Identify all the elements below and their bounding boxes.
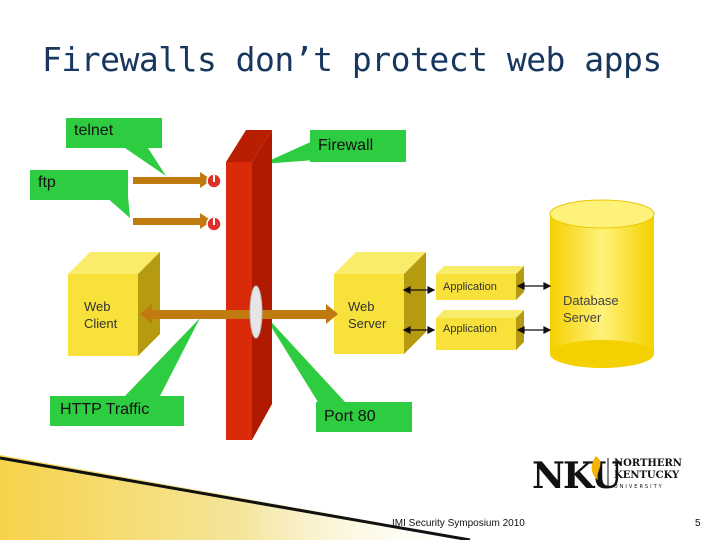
page-number: 5	[695, 518, 701, 529]
http-arrow	[150, 310, 328, 319]
port80-label: Port 80	[324, 408, 376, 425]
telnet-arrow	[133, 177, 203, 184]
footer-event: IMI Security Symposium 2010	[392, 518, 525, 529]
http-traffic-label: HTTP Traffic	[60, 401, 150, 418]
http-traffic-callout: HTTP Traffic	[50, 396, 184, 426]
http-pointer	[125, 318, 200, 396]
web-client-box-side	[138, 252, 160, 356]
port80-callout: Port 80	[316, 402, 412, 432]
http-arrow-right-head	[326, 304, 338, 324]
port80-pointer	[262, 312, 345, 402]
slide-title: Firewalls don’t protect web apps	[42, 40, 662, 79]
application-top-label: Application	[443, 281, 497, 293]
firewall-port-hole	[249, 285, 263, 339]
ftp-arrow-head	[200, 213, 212, 229]
web-server-box-top	[334, 252, 426, 274]
nku-logo-line3: UNIVERSITY	[614, 484, 664, 490]
telnet-label: telnet	[74, 122, 114, 139]
server-application-bottom-connector	[402, 326, 436, 334]
firewall-wall-side	[226, 130, 272, 162]
nku-logo-line1: NORTHERN	[614, 458, 682, 469]
firewall-wall-top	[252, 130, 272, 440]
footer-wedge	[0, 455, 480, 540]
blocked-icon-telnet	[206, 173, 222, 189]
ftp-callout: ftp	[30, 170, 128, 200]
nku-logo-flame-icon	[591, 456, 601, 480]
web-server-box	[334, 274, 404, 354]
server-application-top-connector	[402, 286, 436, 294]
application-box-top-side	[516, 266, 524, 300]
telnet-callout: telnet	[66, 118, 162, 148]
firewall-label: Firewall	[318, 137, 374, 154]
application-box-bottom-lid	[436, 310, 524, 318]
telnet-pointer	[125, 148, 166, 176]
database-cylinder-bottom	[550, 340, 654, 368]
web-server-label: Web Server	[348, 299, 387, 331]
database-cylinder-body	[550, 214, 654, 354]
footer-wedge-edge	[0, 456, 471, 540]
ftp-arrow	[133, 218, 203, 225]
nku-logo-line2: KENTUCKY	[614, 470, 680, 481]
ftp-label: ftp	[38, 174, 56, 191]
application-box-top-lid	[436, 266, 524, 274]
database-cylinder-top	[549, 199, 655, 229]
application-box-bottom	[436, 318, 516, 350]
firewall-callout: Firewall	[310, 130, 406, 162]
web-client-label: Web Client	[84, 299, 118, 331]
web-client-box-top	[68, 252, 160, 274]
firewall-pointer	[262, 140, 315, 164]
web-client-box	[68, 274, 138, 356]
application-database-top-connector	[516, 282, 552, 290]
telnet-arrow-head	[200, 172, 212, 188]
firewall-wall	[226, 162, 252, 440]
ftp-pointer	[105, 196, 130, 218]
nku-logo-mark: NKU	[532, 455, 622, 497]
blocked-icon-ftp	[206, 216, 222, 232]
nku-logo: NKU NORTHERN KENTUCKY UNIVERSITY	[532, 455, 682, 497]
database-server-label: Database Server	[563, 293, 619, 325]
application-bottom-label: Application	[443, 323, 497, 335]
application-box-top	[436, 274, 516, 300]
http-arrow-left-head	[140, 304, 152, 324]
application-database-bottom-connector	[516, 326, 552, 334]
